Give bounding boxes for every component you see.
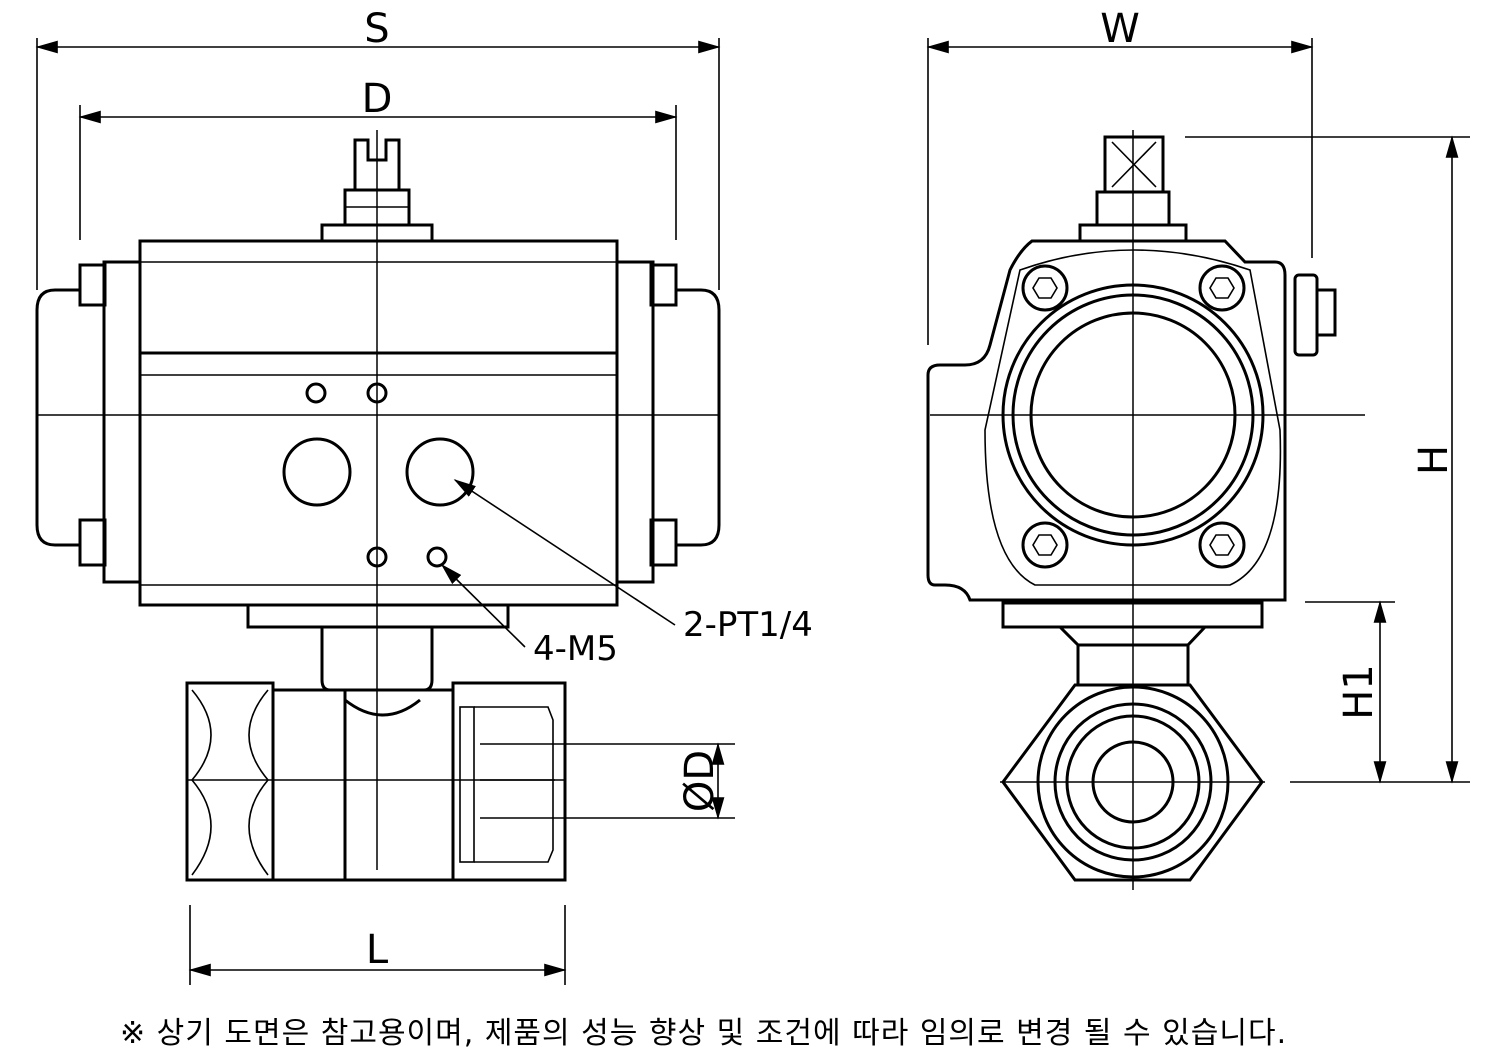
callout-threads-label: 4-M5	[533, 629, 618, 669]
dimension-d: D	[78, 76, 678, 240]
dimension-w-label: W	[1100, 6, 1140, 52]
dimension-s: S	[35, 6, 721, 290]
mounting-flange	[246, 603, 510, 629]
dimension-s-label: S	[364, 6, 389, 52]
front-view: S D	[35, 6, 813, 985]
dimension-h: H	[1185, 135, 1470, 784]
dimension-l: L	[188, 905, 567, 985]
side-view: W H	[926, 6, 1470, 890]
housing-bolts	[1021, 264, 1246, 569]
dimension-od-label: ØD	[677, 750, 723, 812]
callout-ports: 2-PT1/4	[453, 479, 813, 645]
hex-bolt	[1021, 264, 1069, 312]
callout-ports-label: 2-PT1/4	[683, 605, 813, 645]
hex-bolt	[1198, 521, 1246, 569]
hex-bolt	[1198, 264, 1246, 312]
dimension-od: ØD	[480, 742, 735, 820]
disclaimer-note: ※ 상기 도면은 참고용이며, 제품의 성능 향상 및 조건에 따라 임의로 변…	[120, 1016, 1288, 1051]
dimension-d-label: D	[362, 76, 393, 122]
m5-hole	[305, 382, 327, 404]
side-housing	[926, 239, 1337, 602]
m5-hole	[426, 546, 448, 568]
dimension-h-label: H	[1411, 445, 1457, 475]
valve-body-front	[185, 681, 567, 882]
air-port-circle	[405, 437, 475, 507]
dimension-w: W	[926, 6, 1314, 345]
dimension-h1: H1	[1305, 600, 1395, 784]
actuator-right-end-cap	[615, 260, 721, 584]
hex-bolt	[1021, 521, 1069, 569]
air-port-circle	[282, 437, 352, 507]
dimension-h1-label: H1	[1336, 664, 1382, 720]
actuator-left-end-cap	[35, 260, 142, 584]
actuator-body	[138, 239, 619, 607]
callout-threads: 4-M5	[440, 563, 618, 669]
dimension-l-label: L	[366, 927, 389, 973]
